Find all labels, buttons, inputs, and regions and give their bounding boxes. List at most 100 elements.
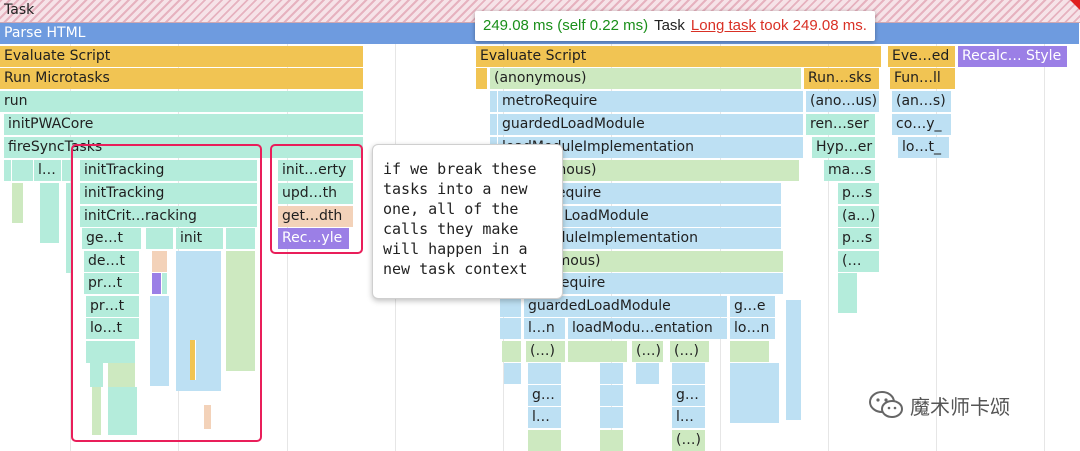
frame-label: Hyp…er — [816, 139, 873, 155]
frame-label: p…s — [842, 185, 873, 201]
g-e-frame[interactable]: g…e — [730, 296, 776, 317]
frame-label: l… — [38, 162, 56, 178]
frame-fragment[interactable] — [176, 251, 222, 391]
frame-fragment[interactable] — [12, 160, 34, 181]
lo-n-frame[interactable]: lo…n — [730, 318, 776, 339]
ren-ser-frame[interactable]: ren…ser — [806, 114, 876, 135]
frame-fragment[interactable] — [476, 68, 488, 89]
upd-th-frame[interactable]: upd…th — [278, 183, 354, 204]
frame-fragment[interactable] — [150, 296, 170, 386]
anonymous-frame[interactable]: (anonymous) — [490, 68, 802, 89]
metro-require-frame[interactable]: metroRequire — [498, 91, 804, 112]
frame-fragment[interactable] — [636, 363, 660, 384]
frame-fragment[interactable] — [730, 341, 770, 362]
frame-fragment[interactable] — [12, 183, 24, 223]
fire-sync-tasks-frame[interactable]: fireSyncTasks — [4, 137, 364, 158]
ma-s-frame[interactable]: ma…s — [824, 160, 876, 181]
init-crit-racking-frame[interactable]: initCrit…racking — [80, 206, 258, 227]
frame-fragment[interactable] — [730, 363, 780, 423]
load-modu-entation-frame[interactable]: loadModu…entation — [568, 318, 728, 339]
evaluate-script-bar[interactable]: Evaluate Script — [0, 46, 364, 67]
frame-fragment[interactable] — [568, 341, 628, 362]
guarded-load-module-frame[interactable]: guardedLoadModule — [498, 114, 804, 135]
long-task-corner-marker — [1070, 0, 1080, 10]
evaluate-script-bar[interactable]: Evaluate Script — [476, 46, 882, 67]
init-pwa-core-frame[interactable]: initPWACore — [4, 114, 364, 135]
paren-frame[interactable]: (… — [838, 251, 880, 272]
frame-fragment[interactable] — [86, 341, 136, 363]
frame-label: guardedLoadModule — [528, 298, 671, 314]
p-s-frame[interactable]: p…s — [838, 228, 880, 249]
frame-fragment[interactable] — [190, 340, 196, 380]
g-frame[interactable]: g… — [672, 385, 706, 406]
paren-frame[interactable]: (…) — [672, 430, 706, 451]
recalc-fragment[interactable] — [152, 273, 162, 294]
run-frame[interactable]: run — [0, 91, 364, 112]
an-s-frame[interactable]: (an…s) — [892, 91, 952, 112]
paren-frame[interactable]: (…) — [526, 341, 566, 362]
init-frame[interactable]: init — [176, 228, 224, 249]
frame-fragment[interactable] — [162, 273, 168, 294]
paint-fragment[interactable] — [152, 251, 168, 272]
frame-label: Run…sks — [808, 70, 872, 86]
l-n-frame[interactable]: l…n — [524, 318, 566, 339]
g-frame[interactable]: g… — [528, 385, 562, 406]
frame-fragment[interactable] — [600, 407, 624, 428]
frame-fragment[interactable] — [838, 273, 858, 313]
frame-fragment[interactable] — [40, 183, 60, 243]
frame-label: lo…n — [734, 320, 770, 336]
frame-fragment[interactable] — [226, 228, 256, 249]
time-gridline — [1044, 22, 1045, 451]
pr-t-frame[interactable]: pr…t — [84, 273, 140, 294]
frame-fragment[interactable] — [786, 300, 802, 420]
init-tracking-frame[interactable]: initTracking — [80, 183, 258, 204]
lo-t-frame[interactable]: lo…t_ — [898, 137, 950, 158]
frame-fragment[interactable] — [600, 385, 624, 406]
frame-fragment[interactable] — [4, 160, 12, 181]
function-call-frame[interactable]: Fun…ll — [890, 68, 956, 89]
frame-fragment[interactable] — [108, 387, 138, 435]
ge-t-frame[interactable]: ge…t — [82, 228, 142, 249]
run-microtasks-bar[interactable]: Run Microtasks — [0, 68, 364, 89]
frame-fragment[interactable] — [90, 363, 104, 387]
event-dispatched-frame[interactable]: Eve…ed — [888, 46, 956, 67]
init-erty-frame[interactable]: init…erty — [278, 160, 354, 181]
l-frame[interactable]: l… — [672, 407, 706, 428]
frame-fragment[interactable] — [490, 91, 498, 112]
frame-fragment[interactable] — [600, 363, 624, 384]
paint-fragment[interactable] — [204, 405, 212, 429]
frame-fragment[interactable] — [500, 296, 522, 317]
a-frame[interactable]: (a…) — [838, 206, 880, 227]
lo-t-frame[interactable]: lo…t — [86, 318, 140, 339]
frame-fragment[interactable] — [528, 430, 562, 451]
p-s-frame[interactable]: p…s — [838, 183, 880, 204]
paren-frame[interactable]: (…) — [670, 341, 710, 362]
recalc-style-frame[interactable]: Recalc… Style — [958, 46, 1068, 67]
frame-fragment[interactable] — [672, 363, 706, 384]
paren-frame[interactable]: (…) — [632, 341, 664, 362]
frame-fragment[interactable] — [502, 341, 522, 362]
frame-fragment[interactable] — [92, 387, 102, 435]
frame-fragment[interactable] — [226, 251, 256, 371]
run-sks-frame[interactable]: Run…sks — [804, 68, 880, 89]
long-task-link[interactable]: Long task — [690, 17, 756, 34]
pr-t-frame[interactable]: pr…t — [86, 296, 140, 317]
guarded-load-module-frame[interactable]: guardedLoadModule — [524, 296, 728, 317]
frame-fragment[interactable] — [500, 318, 522, 339]
l-frame[interactable]: l… — [528, 407, 562, 428]
init-tracking-frame[interactable]: initTracking — [80, 160, 258, 181]
hyp-er-frame[interactable]: Hyp…er — [812, 137, 876, 158]
l-frame[interactable]: l… — [34, 160, 62, 181]
frame-label: initPWACore — [8, 116, 94, 132]
frame-fragment[interactable] — [146, 228, 174, 249]
co-y-frame[interactable]: co…y_ — [892, 114, 952, 135]
get-dth-frame[interactable]: get…dth — [278, 206, 354, 227]
frame-fragment[interactable] — [528, 363, 562, 384]
frame-fragment[interactable] — [490, 114, 498, 135]
de-t-frame[interactable]: de…t — [84, 251, 140, 272]
frame-fragment[interactable] — [504, 363, 522, 384]
frame-fragment[interactable] — [108, 363, 136, 387]
frame-fragment[interactable] — [600, 430, 624, 451]
ano-us-frame[interactable]: (ano…us) — [806, 91, 880, 112]
recalc-style-frame[interactable]: Rec…yle — [278, 228, 350, 249]
